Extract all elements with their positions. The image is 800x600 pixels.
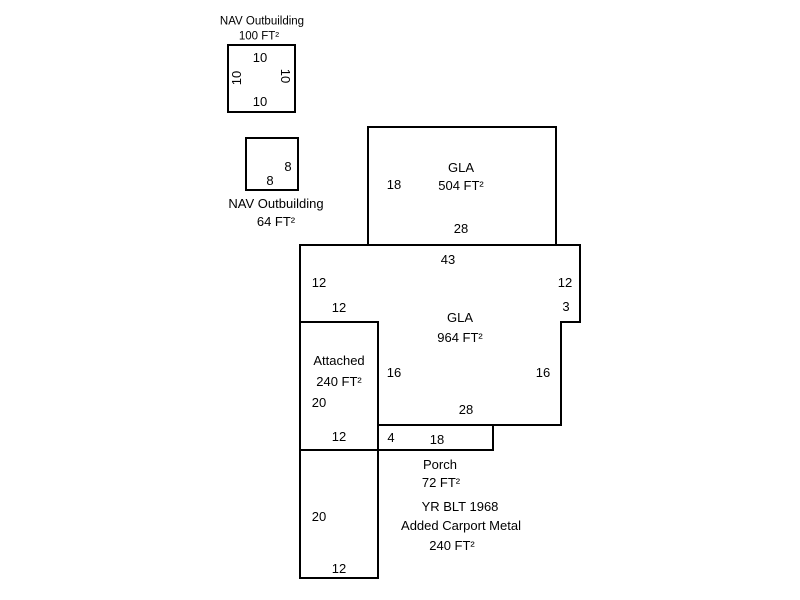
- gla964-dim-right-lower: 16: [535, 364, 551, 380]
- ob100-outline: [227, 44, 296, 113]
- ob100-dim-right: 10: [278, 68, 294, 84]
- porch-area: 72 FT²: [421, 474, 461, 490]
- porch-name: Porch: [423, 456, 457, 472]
- ob100-title-line2: 100 FT²: [238, 30, 280, 43]
- gla964-dim-left-upper: 12: [311, 274, 327, 290]
- gla964-name: GLA: [446, 309, 474, 325]
- gla504-name: GLA: [447, 159, 475, 175]
- attached-area: 240 FT²: [316, 373, 362, 389]
- gla964-dim-right-upper: 12: [557, 274, 573, 290]
- ob64-title-line1: NAV Outbuilding: [228, 195, 324, 211]
- gla964-area: 964 FT²: [437, 329, 483, 345]
- attached-dim-bottom: 12: [331, 428, 347, 444]
- carport-outline: [299, 449, 379, 579]
- ob100-dim-bottom: 10: [252, 93, 268, 109]
- ob64-dim-right: 8: [284, 158, 292, 174]
- ob100-dim-top: 10: [252, 49, 268, 65]
- gla964-dim-step: 12: [331, 299, 347, 315]
- gla964-dim-bottom: 28: [458, 401, 474, 417]
- porch-outline: [377, 424, 494, 451]
- porch-dim-top: 18: [429, 431, 445, 447]
- carport-dim-left: 20: [311, 508, 327, 524]
- ob100-dim-left: 10: [228, 70, 244, 86]
- carport-dim-bottom: 12: [331, 560, 347, 576]
- ob100-title-line1: NAV Outbuilding: [219, 15, 305, 28]
- attached-name: Attached: [313, 352, 365, 368]
- ob64-outline: [245, 137, 299, 191]
- gla964-dim-top: 43: [440, 251, 456, 267]
- carport-note-line2: Added Carport Metal: [401, 517, 521, 533]
- ob64-title-line2: 64 FT²: [256, 213, 296, 229]
- porch-dim-left: 4: [387, 429, 395, 445]
- attached-dim-left: 20: [311, 394, 327, 410]
- gla504-dim-left: 18: [386, 176, 402, 192]
- ob64-dim-bottom: 8: [266, 172, 274, 188]
- carport-note-line1: YR BLT 1968: [421, 498, 499, 514]
- gla964-dim-left-lower: 16: [386, 364, 402, 380]
- gla504-area: 504 FT²: [438, 177, 484, 193]
- gla504-dim-bottom: 28: [453, 220, 469, 236]
- carport-note-line3: 240 FT²: [429, 537, 475, 553]
- gla964-dim-notch: 3: [562, 298, 570, 314]
